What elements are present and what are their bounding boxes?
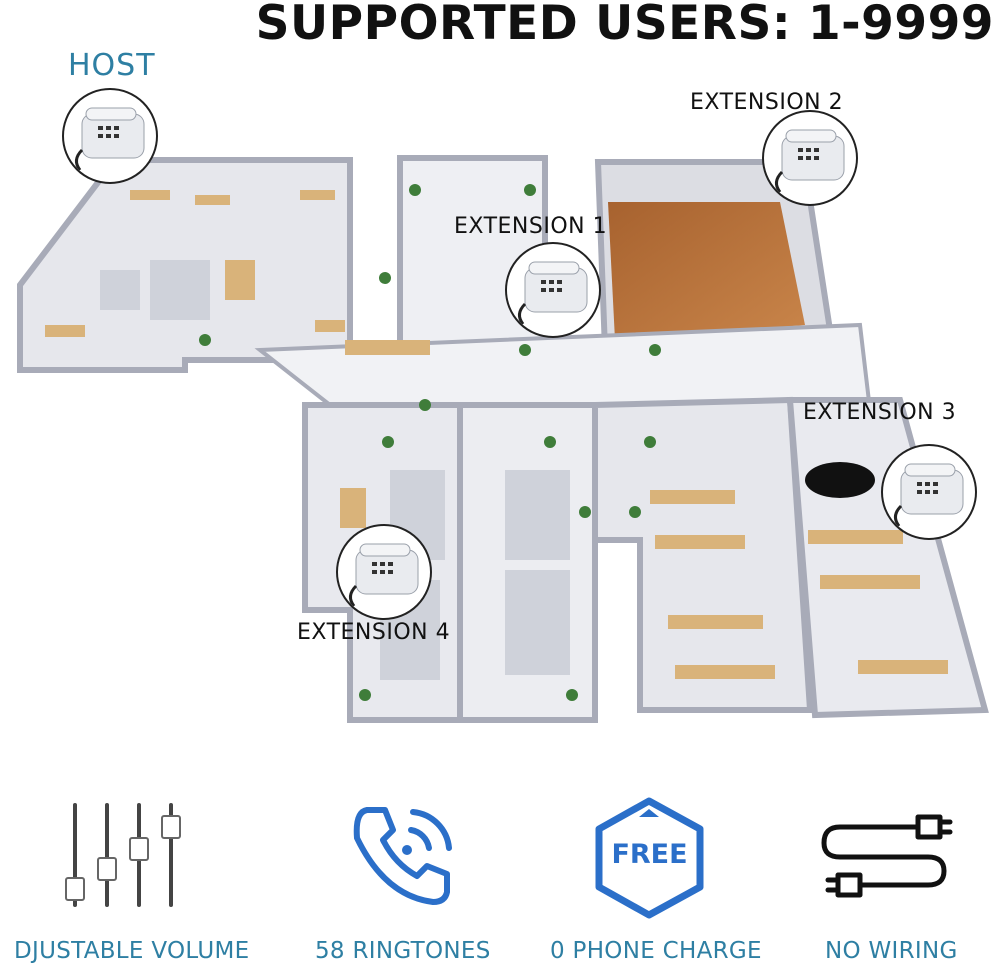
extension-3-label: EXTENSION 3 [803,400,957,425]
host-phone-icon [62,88,158,184]
extension-4-phone-icon [336,524,432,620]
extension-1-label: EXTENSION 1 [454,214,608,239]
feature-label-no-wiring: NO WIRING [825,938,958,964]
extension-3-phone-icon [881,444,977,540]
extension-2-phone-icon [762,110,858,206]
feature-label-phone-charge: 0 PHONE CHARGE [550,938,762,964]
volume-sliders-icon [65,803,181,907]
cable-plug-icon [821,814,953,898]
ringing-phone-icon [353,807,452,905]
feature-label-volume: DJUSTABLE VOLUME [14,938,250,964]
feature-label-ringtones: 58 RINGTONES [315,938,491,964]
headline: SUPPORTED USERS: 1-9999 [255,0,994,51]
free-badge-icon: FREE [592,795,707,920]
host-label: HOST [68,48,156,83]
free-badge-text: FREE [611,839,688,870]
extension-1-phone-icon [505,242,601,338]
extension-4-label: EXTENSION 4 [297,620,451,645]
